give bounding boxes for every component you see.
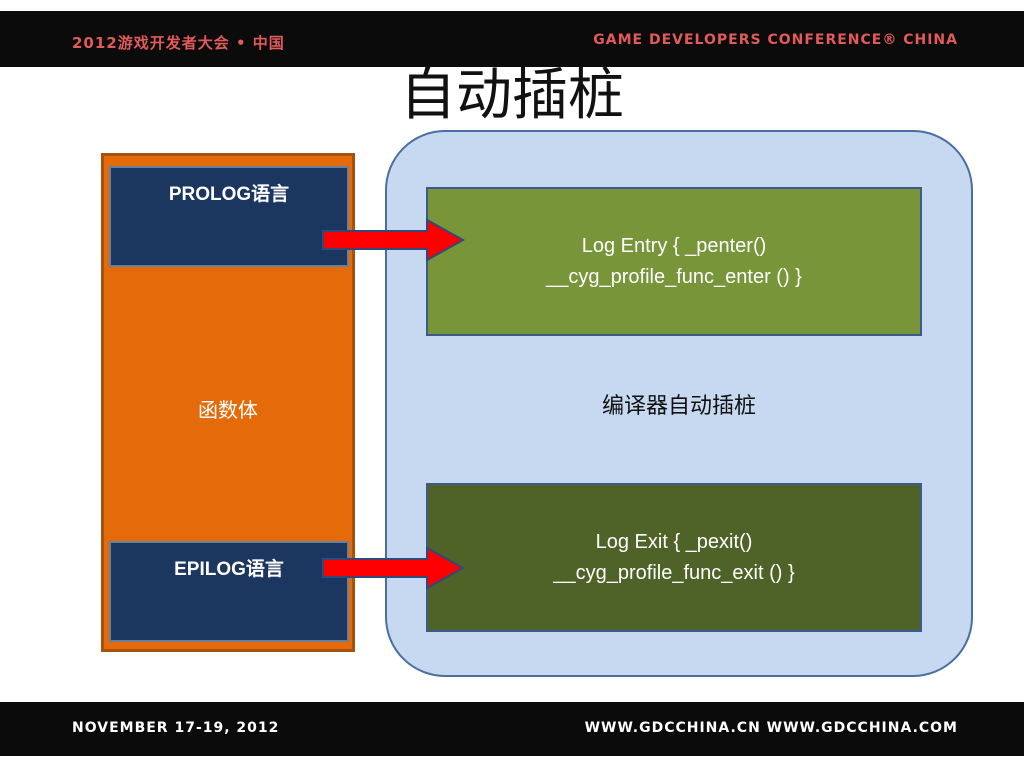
- footer-websites: WWW.GDCCHINA.CN WWW.GDCCHINA.COM: [584, 720, 958, 736]
- header-bar: 2012游戏开发者大会 • 中国 GAME DEVELOPERS CONFERE…: [0, 11, 1024, 67]
- epilog-label: EPILOG语言: [174, 559, 284, 580]
- function-body-label: 函数体: [198, 398, 258, 422]
- compiler-instrumentation-label: 编译器自动插桩: [601, 394, 756, 419]
- prolog-label: PROLOG语言: [168, 184, 290, 205]
- log-exit-box: Log Exit { _pexit() __cyg_profile_func_e…: [426, 483, 922, 632]
- header-conference-name: GAME DEVELOPERS CONFERENCE® CHINA: [593, 32, 958, 48]
- footer-dates: NOVEMBER 17-19, 2012: [72, 720, 280, 736]
- log-entry-line2: __cyg_profile_func_enter () }: [546, 265, 802, 288]
- epilog-box: EPILOG语言: [109, 541, 349, 642]
- header-event-name: 2012游戏开发者大会 • 中国: [72, 34, 285, 52]
- prolog-to-entry-arrow: [322, 218, 465, 262]
- log-entry-box: Log Entry { _penter() __cyg_profile_func…: [426, 187, 922, 336]
- log-exit-line2: __cyg_profile_func_exit () }: [553, 561, 795, 584]
- prolog-box: PROLOG语言: [109, 166, 349, 267]
- log-entry-line1: Log Entry { _penter(): [581, 234, 767, 257]
- slide-title: 自动插桩: [400, 63, 624, 128]
- footer-bar: NOVEMBER 17-19, 2012 WWW.GDCCHINA.CN WWW…: [0, 702, 1024, 756]
- epilog-to-exit-arrow: [322, 546, 465, 590]
- log-exit-line1: Log Exit { _pexit(): [595, 530, 753, 553]
